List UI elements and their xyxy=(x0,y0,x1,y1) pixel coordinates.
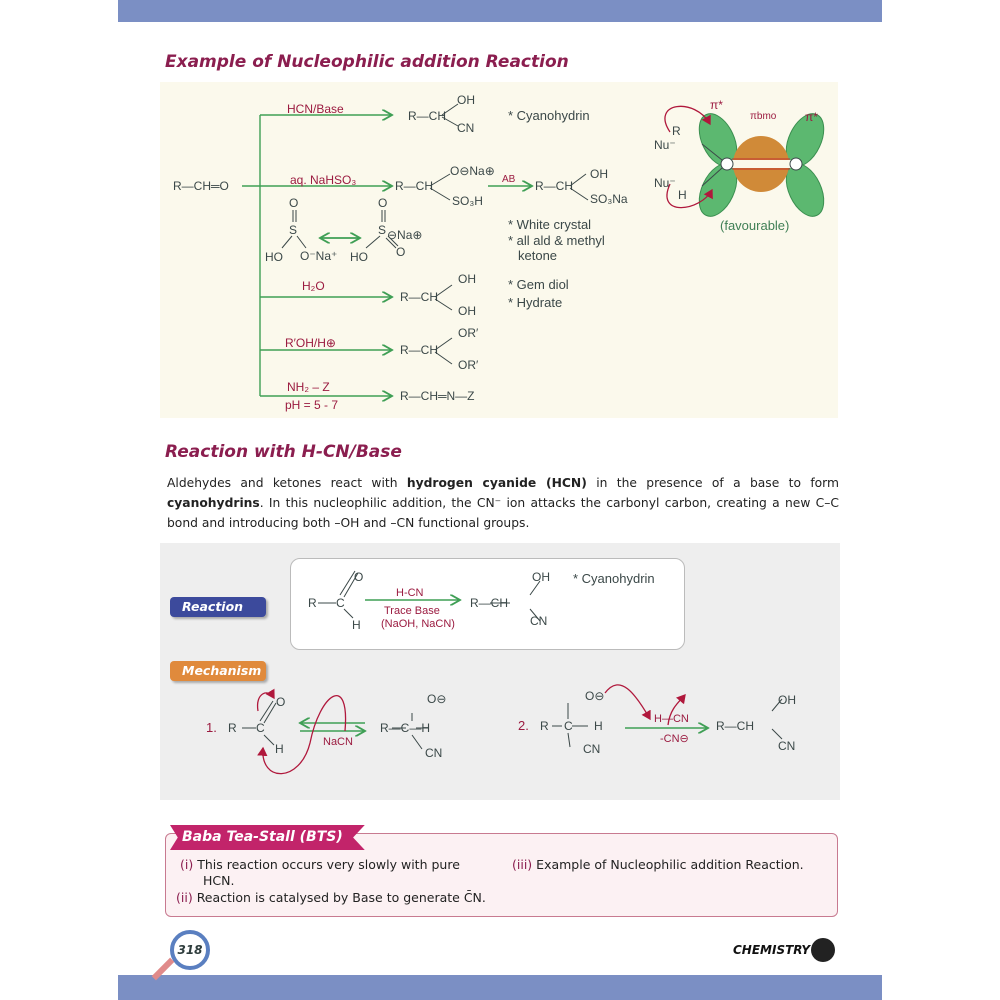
reaction-condition: (NaOH, NaCN) xyxy=(381,618,455,630)
res1-ona: O⁻Na⁺ xyxy=(300,249,338,263)
product-cn: CN xyxy=(457,121,475,135)
product-rch: R—CH xyxy=(400,290,438,304)
bts-item: (ii) Reaction is catalysed by Base to ge… xyxy=(176,890,486,905)
product-imine: R—CH═N—Z xyxy=(400,389,475,403)
product-oh: OH xyxy=(457,93,475,107)
section-heading: Reaction with H-CN/Base xyxy=(165,442,402,462)
step2-c: C xyxy=(564,719,573,733)
product-oh: OH xyxy=(590,167,608,181)
note: * Gem diol xyxy=(508,277,569,292)
orbital-r: R xyxy=(672,124,681,138)
step2-o: O⊖ xyxy=(585,689,605,703)
description-paragraph: Aldehydes and ketones react with hydroge… xyxy=(167,476,839,530)
step1-r: R xyxy=(228,721,237,735)
top-band xyxy=(118,0,882,22)
reaction-tag: Reaction xyxy=(170,597,266,617)
res2-na: ⊖Na⊕ xyxy=(387,228,423,242)
reagent-nh2z: NH₂ – Z xyxy=(287,380,330,394)
res2-s: S xyxy=(378,223,387,237)
step1-product-o: O⊖ xyxy=(427,692,447,706)
nucleophilic-addition-diagram: R—CH═O HCN/Base aq. NaHSO₃ H₂O R′OH/H⊕ N… xyxy=(160,82,838,418)
step2-h: H xyxy=(594,719,603,733)
step2-product: R—CH xyxy=(716,719,754,733)
reaction-product: R—CH xyxy=(470,596,508,610)
reagent-ph: pH = 5 - 7 xyxy=(285,398,339,412)
res2-ho: HO xyxy=(350,250,368,264)
product-or: OR′ xyxy=(458,326,479,340)
reaction-h: H xyxy=(352,618,361,632)
res2-o2: O xyxy=(396,245,406,259)
reaction-reagent: H-CN xyxy=(396,587,424,599)
res1-ho: HO xyxy=(265,250,283,264)
mechanism-tag: Mechanism xyxy=(170,661,266,681)
orbital-nu: Nu⁻ xyxy=(654,138,676,152)
bts-item-continued: HCN. xyxy=(203,873,235,888)
reactant-aldehyde: R—CH═O xyxy=(173,179,229,193)
product-rch: R—CH xyxy=(400,343,438,357)
step2-reagent: H—CN xyxy=(654,713,689,725)
step2-cn: CN xyxy=(583,742,601,756)
product-oh: OH xyxy=(458,272,476,286)
orbital-h: H xyxy=(678,188,687,202)
bottom-band xyxy=(118,975,882,1000)
step-number: 2. xyxy=(518,718,529,733)
product-rch: R—CH xyxy=(408,109,446,123)
bts-item: (i) This reaction occurs very slowly wit… xyxy=(180,857,460,872)
note: * White crystal xyxy=(508,217,592,232)
reaction-oh: OH xyxy=(532,570,550,584)
product-oh: OH xyxy=(458,304,476,318)
product-rch: R—CH xyxy=(395,179,433,193)
reagent-nahso3: aq. NaHSO₃ xyxy=(290,173,357,187)
note: * Hydrate xyxy=(508,295,563,310)
note: ketone xyxy=(518,248,558,263)
step1-h: H xyxy=(275,742,284,756)
step1-product: R—C—H xyxy=(380,721,430,735)
page-number: 318 xyxy=(170,930,210,970)
res2-o: O xyxy=(378,196,388,210)
reagent-hcn-base: HCN/Base xyxy=(287,102,344,116)
section-heading: Example of Nucleophilic addition Reactio… xyxy=(165,52,569,72)
reaction-condition: Trace Base xyxy=(384,605,440,617)
reaction-r: R xyxy=(308,596,317,610)
reagent-water: H₂O xyxy=(302,279,325,293)
pw-logo xyxy=(811,938,835,962)
note: * Cyanohydrin xyxy=(508,108,590,123)
reaction-note: * Cyanohydrin xyxy=(573,571,655,586)
reaction-o: O xyxy=(354,570,364,584)
product-rch: R—CH xyxy=(535,179,573,193)
reaction-cn: CN xyxy=(530,614,548,628)
orbital-nu: Nu⁻ xyxy=(654,176,676,190)
reagent-ab: AB xyxy=(502,174,516,185)
orbital-pi-star: π* xyxy=(710,98,723,112)
step2-cn2: CN xyxy=(778,739,796,753)
reaction-lines xyxy=(242,570,783,775)
orbital-pi-star: π* xyxy=(805,110,818,124)
product-or: OR′ xyxy=(458,358,479,372)
bts-title: Baba Tea-Stall (BTS) xyxy=(170,825,365,850)
step2-oh: OH xyxy=(778,693,796,707)
subject-label: CHEMISTRY xyxy=(733,943,811,957)
product-so3na: SO₃Na xyxy=(590,192,628,206)
res1-o: O xyxy=(289,196,299,210)
orbital-caption: (favourable) xyxy=(720,218,790,233)
reaction-arrows xyxy=(242,103,825,418)
bts-item: (iii) Example of Nucleophilic addition R… xyxy=(512,857,804,872)
product-ona: O⊖Na⊕ xyxy=(450,164,495,178)
reagent-alcohol: R′OH/H⊕ xyxy=(285,336,336,350)
step2-loss: -CN⊖ xyxy=(660,733,689,745)
step2-r: R xyxy=(540,719,549,733)
step-number: 1. xyxy=(206,720,217,735)
reaction-box xyxy=(290,558,685,650)
step1-o: O xyxy=(276,695,286,709)
res1-s: S xyxy=(289,223,298,237)
reaction-c: C xyxy=(336,596,345,610)
step1-reagent: NaCN xyxy=(323,736,353,748)
orbital-pi-bmo: πbmo xyxy=(750,111,777,122)
note: * all ald & methyl xyxy=(508,233,605,248)
step1-cn: CN xyxy=(425,746,443,760)
product-so3h: SO₃H xyxy=(452,194,483,208)
step1-c: C xyxy=(256,721,265,735)
